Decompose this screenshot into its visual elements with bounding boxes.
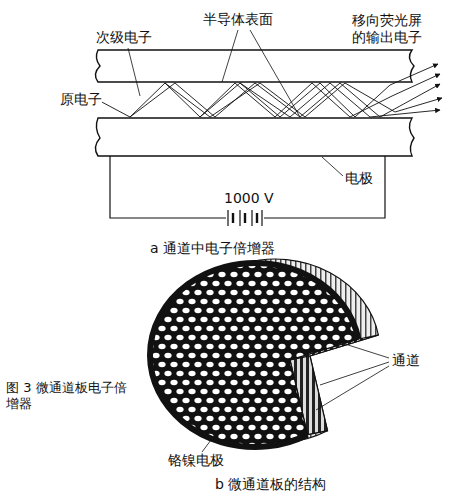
part-label: 铬镍电极: [168, 452, 224, 469]
circuit-wire: [110, 156, 385, 218]
subfigure-caption: a 通道中电子倍增器: [150, 240, 275, 257]
part-label: 半导体表面: [203, 11, 273, 28]
leader-lines: [202, 344, 389, 452]
channel-plates: [95, 50, 414, 156]
microchannel-plate: [150, 259, 378, 447]
part-label: 次级电子: [96, 29, 152, 46]
part-label: 移向荧光屏的输出电子: [352, 12, 424, 46]
leader-lines: [128, 30, 343, 176]
figure-caption: 图 3 微通道板电子倍增器: [6, 380, 138, 411]
voltage-label: 1000 V: [224, 190, 274, 207]
part-label: 电极: [345, 170, 373, 187]
subfigure-caption: b 微通道板的结构: [215, 476, 326, 493]
part-label: 原电子: [60, 91, 102, 108]
electron-paths: [72, 64, 442, 117]
part-label: 通道: [392, 352, 420, 369]
battery-symbol: [228, 210, 262, 226]
